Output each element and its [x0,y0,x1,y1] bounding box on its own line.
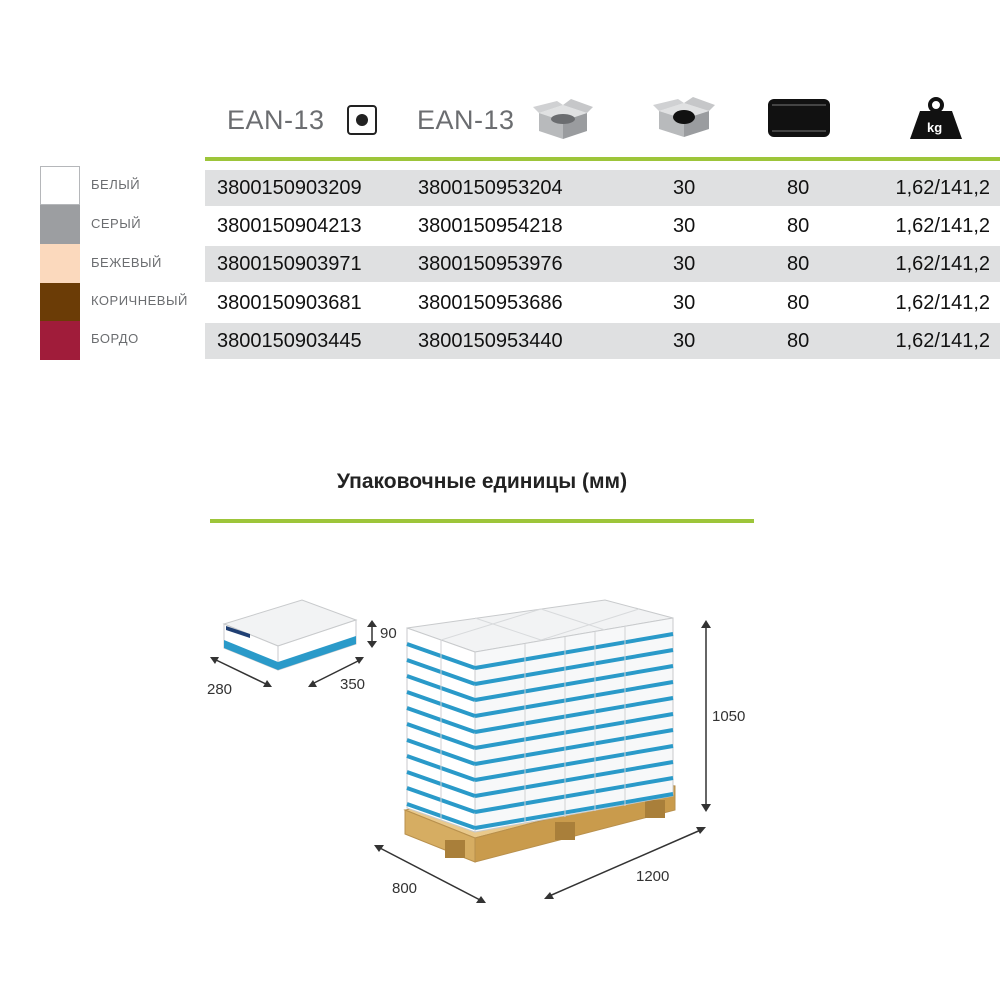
box-icon [532,99,593,139]
ean-single-cell: 3800150903209 [217,176,362,199]
ean-single-cell: 3800150903681 [217,291,362,314]
ean-single-cell: 3800150904213 [217,214,362,237]
ean-box-cell: 3800150953686 [418,291,563,314]
box-width-arrow [308,657,364,687]
single-box-illustration [222,599,358,671]
swatch-beige [40,244,80,283]
swatch-white [40,166,80,205]
pallet-width-arrow [544,827,706,899]
count-cell: 30 [673,291,696,314]
pallet-height-arrow [701,620,711,812]
swatch-gray [40,205,80,244]
single-pack-icon [346,105,377,135]
weight-unit-label: kg [927,120,943,135]
swatch-label: БЕЛЫЙ [91,177,141,192]
table-row: 3800150903681 3800150953686 30 80 1,62/1… [205,285,1000,321]
ean-box-cell: 3800150953204 [418,176,563,199]
gsm-cell: 80 [787,291,810,314]
ean-box-cell: 3800150954218 [418,214,563,237]
ean-single-label: EAN-13 [227,104,325,135]
ean-box-label: EAN-13 [417,104,515,135]
ean-single-cell: 3800150903971 [217,252,362,275]
table-row: 3800150903445 3800150953440 30 80 1,62/1… [205,323,1000,359]
gsm-cell: 80 [787,176,810,199]
packaging-title: Упаковочные единицы (мм) [336,470,628,493]
ean-box-cell: 3800150953440 [418,329,563,352]
swatch-label: СЕРЫЙ [91,216,142,231]
box-depth-arrow [210,657,272,687]
weight-cell: 1,62/141,2 [895,291,990,314]
ean-single-cell: 3800150903445 [217,329,362,352]
count-cell: 30 [673,252,696,275]
table-row: 3800150903209 3800150953204 30 80 1,62/1… [205,170,1000,206]
pallet-height-label: 1050 [712,708,746,725]
packaging-divider [210,519,754,523]
swatch-brown [40,283,80,322]
table-row: 3800150903971 3800150953976 30 80 1,62/1… [205,246,1000,282]
gsm-cell: 80 [787,214,810,237]
count-cell: 30 [673,176,696,199]
weight-cell: 1,62/141,2 [895,176,990,199]
pallet-illustration [403,599,676,863]
weight-cell: 1,62/141,2 [895,214,990,237]
ean-box-cell: 3800150953976 [418,252,563,275]
weight-cell: 1,62/141,2 [895,252,990,275]
box-height-arrow [367,620,377,648]
table-header: EAN-13 EAN-13 kg [205,95,1000,155]
pallet-depth-arrow [374,845,486,903]
pack-count-box-icon [653,97,715,137]
table-row: 3800150904213 3800150954218 30 80 1,62/1… [205,208,1000,244]
weight-kg-icon [910,97,962,139]
count-cell: 30 [673,214,696,237]
box-height-label: 90 [380,625,397,642]
gsm-cell: 80 [787,329,810,352]
pallet-width-label: 1200 [636,868,670,885]
header-ean-single: EAN-13 [227,95,377,145]
header-ean-box: EAN-13 [417,95,593,145]
box-depth-label: 280 [207,681,233,698]
swatch-label: БОРДО [91,331,139,346]
count-cell: 30 [673,329,696,352]
swatch-burgundy [40,321,80,360]
gsm-cell: 80 [787,252,810,275]
swatch-label: КОРИЧНЕВЫЙ [91,293,188,308]
weight-cell: 1,62/141,2 [895,329,990,352]
box-width-label: 350 [340,676,366,693]
swatch-label: БЕЖЕВЫЙ [91,255,162,270]
paper-ream-icon [768,99,830,137]
pallet-depth-label: 800 [392,880,418,897]
header-divider [205,157,1000,161]
